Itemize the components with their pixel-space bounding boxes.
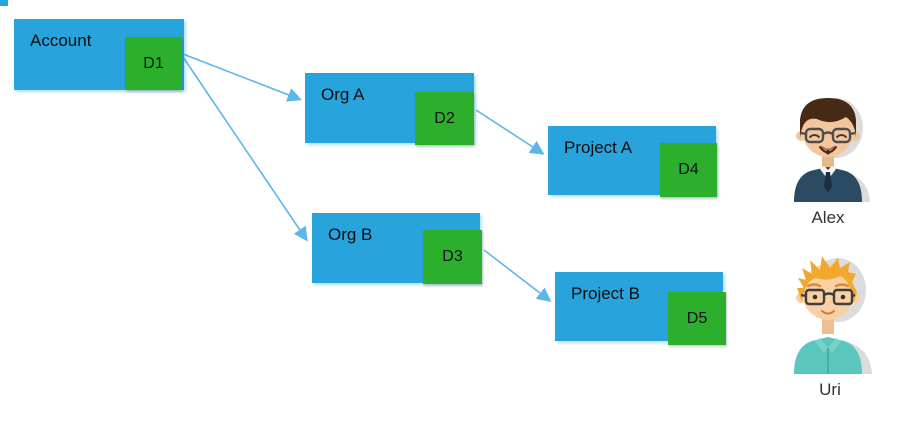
node-account: Account D1 — [14, 19, 184, 90]
node-project-a: Project A D4 — [548, 126, 717, 197]
user-name: Uri — [819, 380, 841, 399]
alex-avatar-icon — [794, 98, 870, 202]
node-label: Project A — [564, 138, 633, 157]
badge-d3: D3 — [423, 230, 482, 284]
edge-org-b-to-project-b — [483, 249, 552, 302]
badge-label: D3 — [442, 248, 463, 265]
uri-avatar-icon — [794, 256, 872, 374]
badge-label: D5 — [686, 309, 708, 327]
edge-org-a-to-project-a — [475, 109, 545, 155]
clipped-shape-fragment — [0, 0, 8, 6]
node-label: Org A — [321, 85, 365, 104]
node-label: Org B — [328, 225, 373, 244]
node-project-b: Project B D5 — [555, 272, 726, 345]
badge-d2: D2 — [415, 92, 474, 145]
user-uri: Uri — [780, 248, 880, 400]
node-org-b: Org B D3 — [312, 213, 482, 284]
edge-account-to-org-a — [182, 53, 302, 102]
node-label: Account — [30, 31, 92, 50]
badge-d1: D1 — [125, 37, 182, 90]
badge-label: D2 — [434, 109, 455, 127]
badge-label: D1 — [143, 54, 164, 72]
edge-account-to-org-b — [182, 56, 308, 242]
badge-d4: D4 — [660, 143, 717, 197]
node-label: Project B — [571, 284, 640, 303]
user-name: Alex — [811, 208, 845, 227]
node-org-a: Org A D2 — [305, 73, 474, 145]
badge-d5: D5 — [668, 292, 726, 345]
badge-label: D4 — [678, 161, 699, 178]
user-alex: Alex — [778, 90, 878, 228]
